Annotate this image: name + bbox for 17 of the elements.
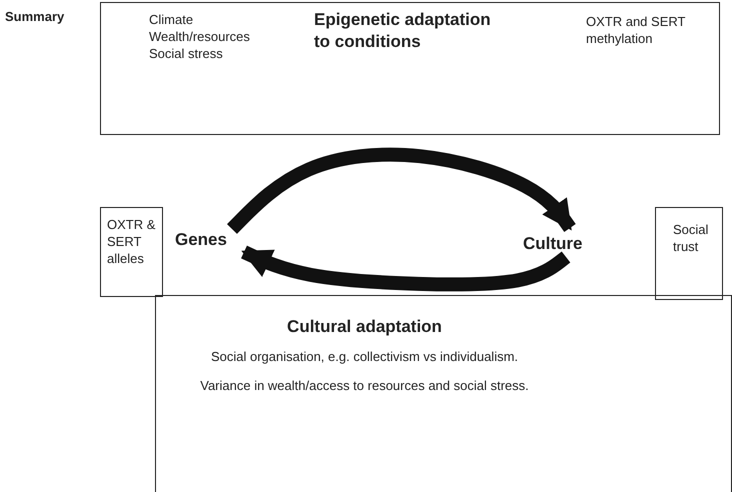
body-text: OXTR & SERT alleles <box>107 216 156 267</box>
body-text: Climate Wealth/resources Social stress <box>149 11 251 62</box>
cultural-adaptation-panel <box>155 295 732 492</box>
curved-arrow <box>241 246 570 292</box>
alleles-box <box>100 207 163 297</box>
summary-heading: Summary <box>5 8 64 25</box>
genes-label: Genes <box>175 229 227 251</box>
epigenetic-panel <box>100 2 720 135</box>
trust-box <box>655 207 723 300</box>
body-text: OXTR and SERT methylation <box>586 13 686 47</box>
body-text: Social organisation, e.g. collectivism vs individualism. <box>210 348 520 365</box>
body-text: Variance in wealth/access to resources and social stress. <box>199 377 530 394</box>
heading-text: Cultural adaptation <box>286 316 443 338</box>
body-text: Social trust <box>673 221 710 255</box>
culture-label: Culture <box>523 233 582 255</box>
heading-text: Epigenetic adaptation to conditions <box>314 9 492 53</box>
curved-arrow <box>227 148 576 234</box>
